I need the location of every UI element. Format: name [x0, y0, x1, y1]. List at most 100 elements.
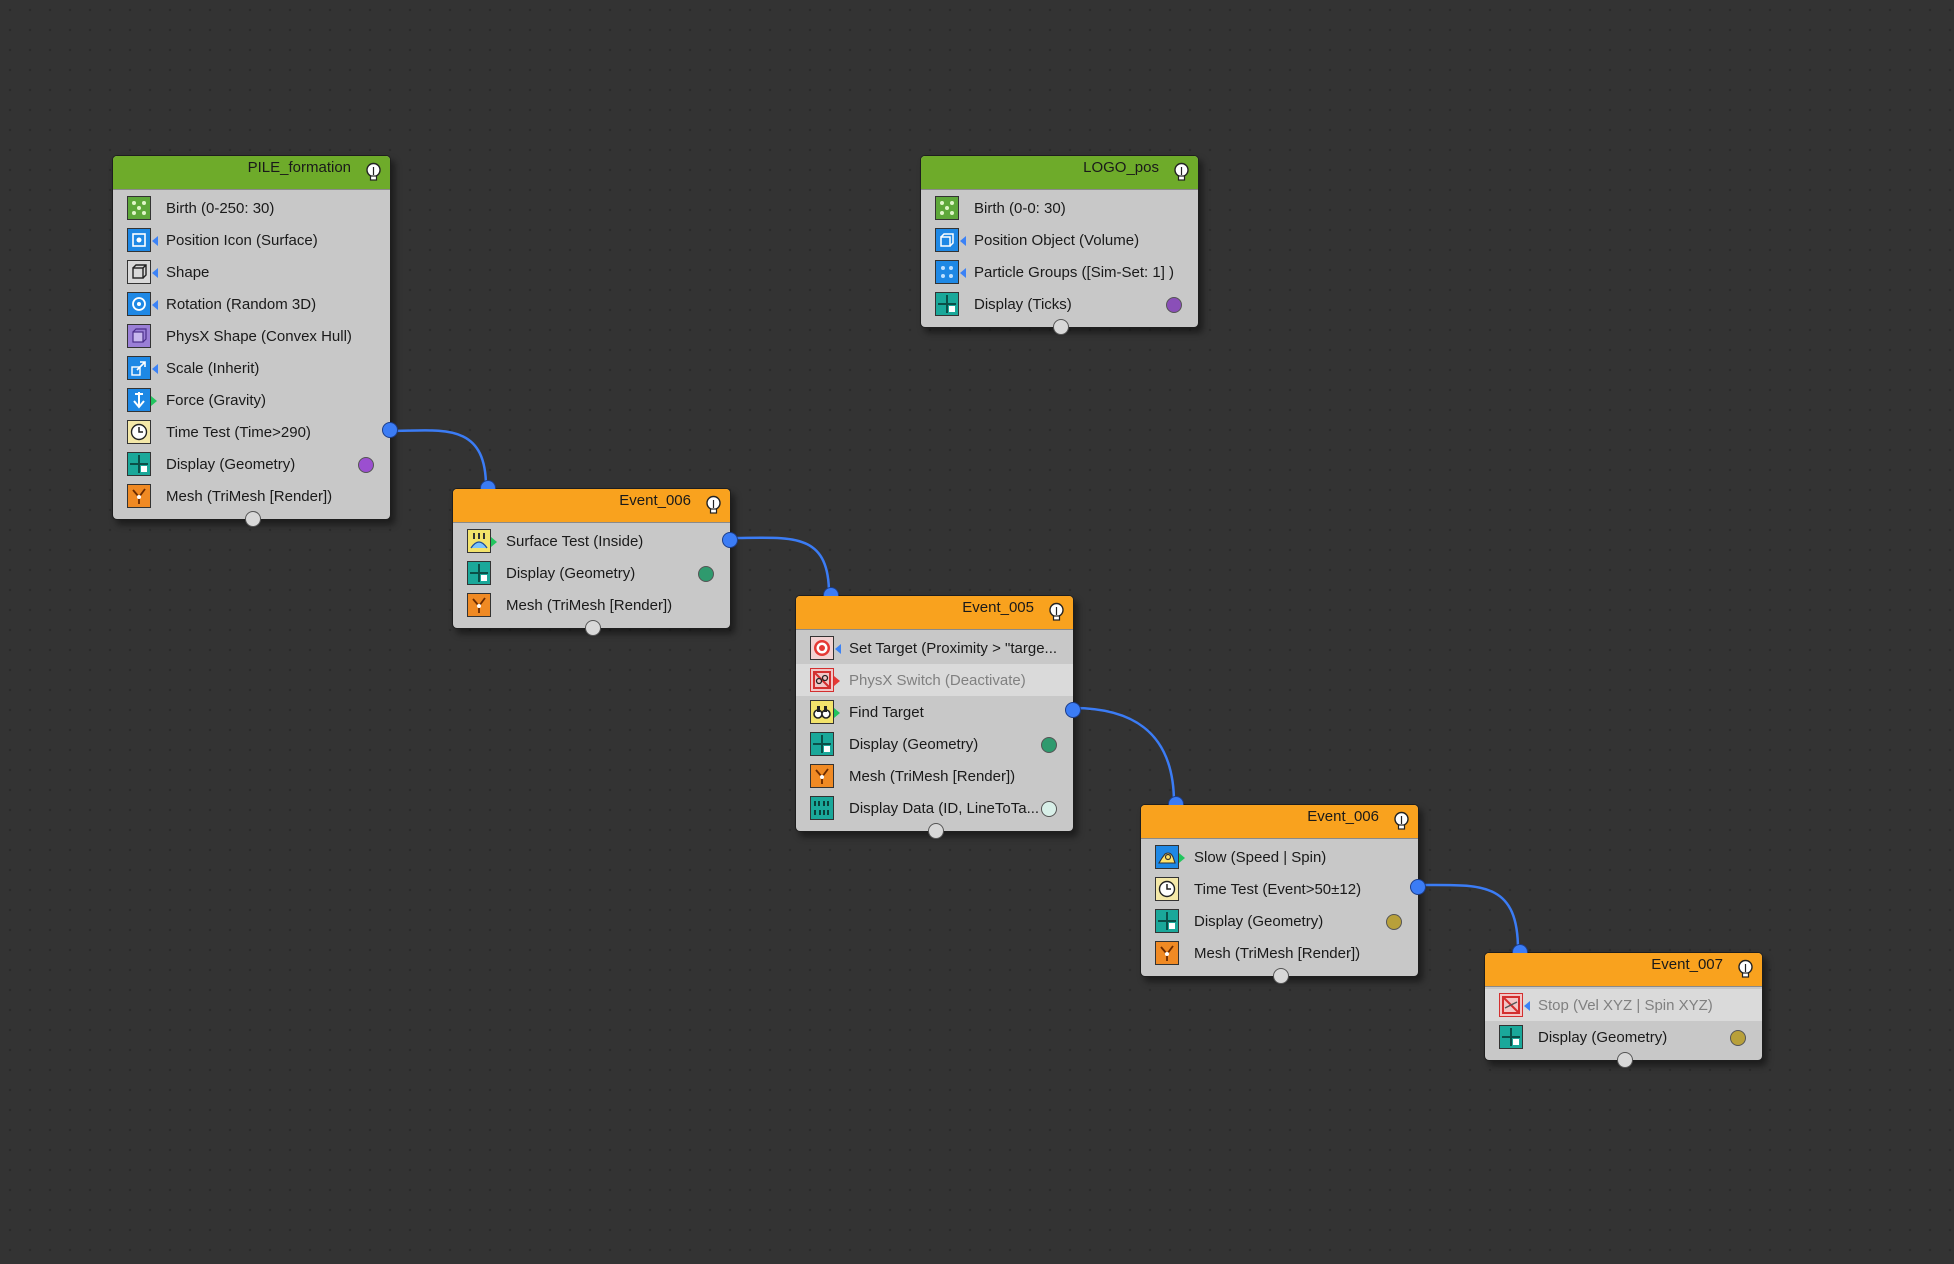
operator-row[interactable]: Mesh (TriMesh [Render]) [796, 760, 1073, 792]
operator-row[interactable]: Shape [113, 256, 390, 288]
operator-row[interactable]: Display (Ticks) [921, 288, 1198, 320]
operator-row[interactable]: Display (Geometry) [796, 728, 1073, 760]
operator-row[interactable]: Time Test (Time>290) [113, 416, 390, 448]
operator-label: Position Object (Volume) [974, 231, 1140, 249]
output-port[interactable] [1065, 702, 1081, 718]
operator-row[interactable]: Mesh (TriMesh [Render]) [453, 589, 730, 621]
lightbulb-icon[interactable] [1736, 959, 1755, 980]
node-event-006-second[interactable]: Event_006 Slow (Speed | Spin) Time Test … [1140, 796, 1426, 984]
bottom-port[interactable] [1272, 968, 1289, 984]
caret-icon [960, 236, 966, 246]
particle-groups-icon [935, 260, 959, 284]
color-swatch[interactable] [1041, 737, 1057, 753]
display-icon [467, 561, 491, 585]
output-port[interactable] [722, 532, 738, 548]
birth-icon [127, 196, 151, 220]
operator-row[interactable]: Time Test (Event>50±12) [1141, 873, 1418, 905]
lightbulb-icon[interactable] [1047, 602, 1066, 623]
color-swatch[interactable] [358, 457, 374, 473]
operator-label: Display (Geometry) [849, 735, 979, 753]
caret-icon [834, 708, 840, 718]
operator-label: Birth (0-0: 30) [974, 199, 1066, 217]
display-icon [1155, 909, 1179, 933]
output-port[interactable] [1410, 879, 1426, 895]
operator-row[interactable]: Set Target (Proximity > "targe... [796, 632, 1073, 664]
operator-label: Find Target [849, 703, 924, 721]
operator-label: Mesh (TriMesh [Render]) [849, 767, 1016, 785]
node-event-007[interactable]: Event_007 Stop (Vel XYZ | Spin XYZ) Disp… [1484, 944, 1763, 1068]
clock-icon [1155, 877, 1179, 901]
operator-row[interactable]: Surface Test (Inside) [453, 525, 730, 557]
caret-icon [1179, 853, 1185, 863]
lightbulb-icon[interactable] [1392, 811, 1411, 832]
node-event-006[interactable]: Event_006 Surface Test (Inside) Display … [452, 480, 738, 636]
operator-label: Mesh (TriMesh [Render]) [506, 596, 673, 614]
operator-label: Rotation (Random 3D) [166, 295, 317, 313]
operator-row[interactable]: Birth (0-250: 30) [113, 192, 390, 224]
mesh-icon [1155, 941, 1179, 965]
node-header[interactable]: Event_006 [1141, 805, 1418, 839]
operator-row[interactable]: Scale (Inherit) [113, 352, 390, 384]
operator-row[interactable]: Find Target [796, 696, 1073, 728]
operator-row[interactable]: Slow (Speed | Spin) [1141, 841, 1418, 873]
lightbulb-icon[interactable] [364, 162, 383, 183]
operator-row[interactable]: Rotation (Random 3D) [113, 288, 390, 320]
clock-icon [127, 420, 151, 444]
node-event-005[interactable]: Event_005 Set Target (Proximity > "targe… [795, 587, 1081, 839]
output-port[interactable] [382, 422, 398, 438]
operator-label: Display (Geometry) [166, 455, 296, 473]
operator-row[interactable]: Display (Geometry) [113, 448, 390, 480]
operator-row[interactable]: Birth (0-0: 30) [921, 192, 1198, 224]
node-logo-pos[interactable]: LOGO_pos Birth (0-0: 30) Position Object… [920, 155, 1199, 335]
operator-row[interactable]: Display (Geometry) [1141, 905, 1418, 937]
caret-icon [1524, 1001, 1530, 1011]
operator-label: Force (Gravity) [166, 391, 267, 409]
color-swatch[interactable] [1730, 1030, 1746, 1046]
bottom-port[interactable] [927, 823, 944, 839]
operator-row[interactable]: Mesh (TriMesh [Render]) [113, 480, 390, 512]
caret-icon [152, 268, 158, 278]
operator-label: Display (Geometry) [1194, 912, 1324, 930]
caret-icon [834, 676, 840, 686]
operator-row[interactable]: Display Data (ID, LineToTa... [796, 792, 1073, 824]
bottom-port[interactable] [1616, 1052, 1633, 1068]
node-header[interactable]: Event_006 [453, 489, 730, 523]
bottom-port[interactable] [1052, 319, 1069, 335]
node-header[interactable]: LOGO_pos [921, 156, 1198, 190]
operator-row[interactable]: Display (Geometry) [1485, 1021, 1762, 1053]
node-header[interactable]: Event_005 [796, 596, 1073, 630]
caret-icon [151, 396, 157, 406]
surface-test-icon [467, 529, 491, 553]
display-data-icon [810, 796, 834, 820]
lightbulb-icon[interactable] [704, 495, 723, 516]
node-title: Event_006 [619, 492, 691, 509]
display-icon [1499, 1025, 1523, 1049]
color-swatch[interactable] [1041, 801, 1057, 817]
operator-row[interactable]: Force (Gravity) [113, 384, 390, 416]
operator-row-disabled[interactable]: PhysX Switch (Deactivate) [796, 664, 1073, 696]
operator-label: Scale (Inherit) [166, 359, 260, 377]
color-swatch[interactable] [1166, 297, 1182, 313]
wire-pile-to-event006 [388, 429, 488, 488]
bottom-port[interactable] [244, 511, 261, 527]
lightbulb-icon[interactable] [1172, 162, 1191, 183]
node-header[interactable]: Event_007 [1485, 953, 1762, 987]
wire-event006-to-event005 [728, 536, 831, 595]
node-header[interactable]: PILE_formation [113, 156, 390, 190]
color-swatch[interactable] [1386, 914, 1402, 930]
operator-row[interactable]: Particle Groups ([Sim-Set: 1] ) [921, 256, 1198, 288]
caret-icon [152, 364, 158, 374]
operator-row[interactable]: Display (Geometry) [453, 557, 730, 589]
caret-icon [960, 268, 966, 278]
color-swatch[interactable] [698, 566, 714, 582]
operator-row[interactable]: Mesh (TriMesh [Render]) [1141, 937, 1418, 969]
operator-row-disabled[interactable]: Stop (Vel XYZ | Spin XYZ) [1485, 989, 1762, 1021]
node-pile-formation[interactable]: PILE_formation Birth (0-250: 30) Positio… [112, 155, 398, 527]
slow-icon [1155, 845, 1179, 869]
operator-row[interactable]: Position Object (Volume) [921, 224, 1198, 256]
operator-row[interactable]: PhysX Shape (Convex Hull) [113, 320, 390, 352]
bottom-port[interactable] [584, 620, 601, 636]
operator-row[interactable]: Position Icon (Surface) [113, 224, 390, 256]
operator-label: Particle Groups ([Sim-Set: 1] ) [974, 263, 1175, 281]
force-icon [127, 388, 151, 412]
